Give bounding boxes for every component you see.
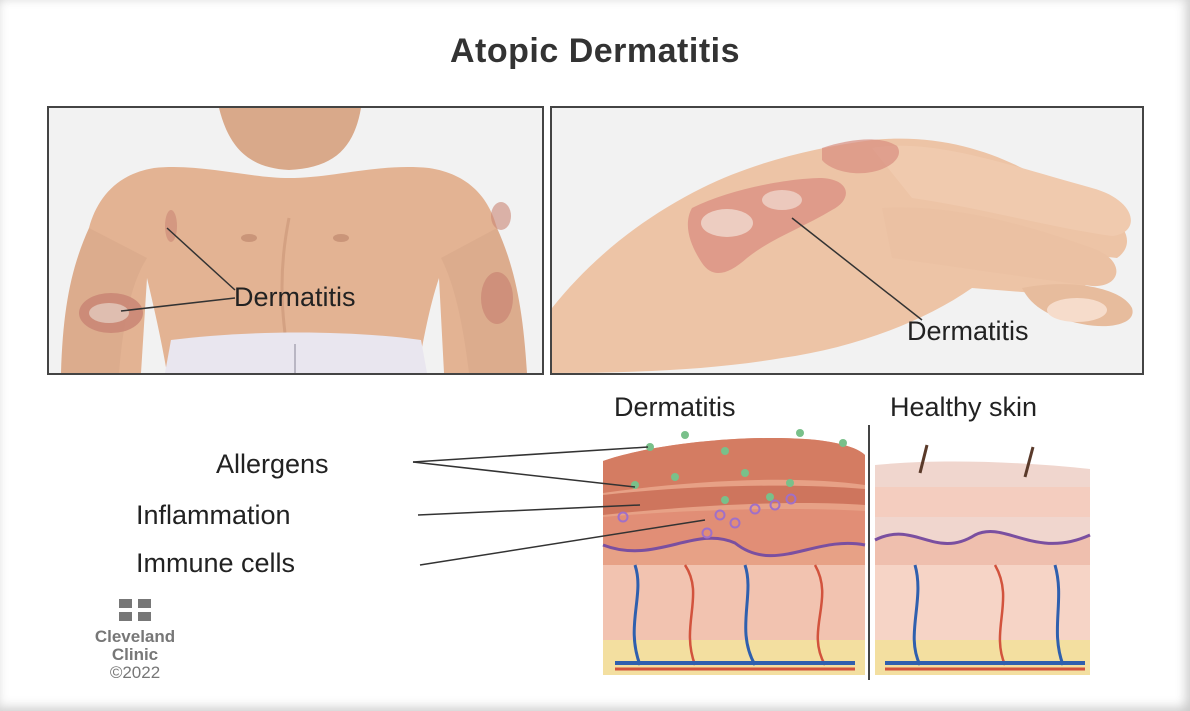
logo-line-cleveland: Cleveland (60, 628, 210, 646)
logo-line-clinic: Clinic (60, 646, 210, 664)
cleveland-clinic-logo: Cleveland Clinic ©2022 (60, 598, 210, 682)
logo-copyright: ©2022 (60, 664, 210, 682)
cleveland-clinic-logo-icon (118, 598, 152, 622)
